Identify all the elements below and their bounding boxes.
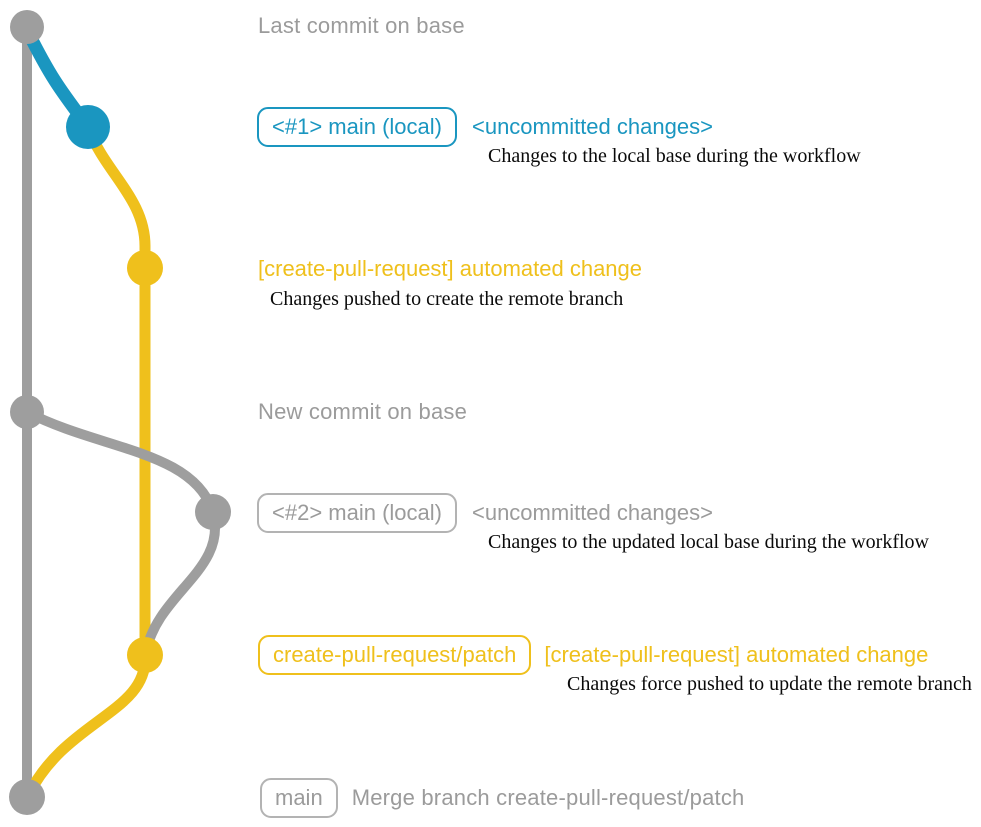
last-commit-label: Last commit on base — [258, 13, 465, 38]
commit-node-automated-1 — [127, 250, 163, 286]
new-commit-label: New commit on base — [258, 399, 468, 424]
branch-badge-main-local-1: <#1> main (local) — [257, 107, 457, 147]
commit-node-merge — [9, 779, 45, 815]
commit-node-automated-2 — [127, 637, 163, 673]
branch-badge-main: main — [260, 778, 338, 818]
uncommitted-2-description: Changes to the updated local base during… — [488, 531, 929, 553]
automated-change-heading-1: [create-pull-request] automated change — [258, 256, 643, 281]
graph-edge-pull-request-branch — [82, 121, 151, 661]
commit-node-new-base — [10, 395, 44, 429]
branch-badge-main-local-2: <#2> main (local) — [257, 493, 457, 533]
merge-commit-label: Merge branch create-pull-request/patch — [351, 785, 745, 810]
commit-node-uncommitted-1 — [66, 105, 110, 149]
commit-node-last-base — [10, 10, 44, 44]
uncommitted-1-description: Changes to the local base during the wor… — [488, 145, 861, 167]
automated-change-description-1: Changes pushed to create the remote bran… — [270, 288, 624, 310]
graph-edge-local2-to-patch — [141, 507, 220, 657]
automated-change-description-2: Changes force pushed to update the remot… — [567, 673, 972, 695]
automated-change-heading-2: [create-pull-request] automated change — [544, 642, 929, 667]
graph-edge-merge — [23, 649, 151, 800]
uncommitted-changes-note-1: <uncommitted changes> — [471, 114, 713, 139]
branch-badge-patch: create-pull-request/patch — [258, 635, 532, 675]
graph-edge-base-to-local2 — [22, 407, 218, 517]
uncommitted-changes-note-2: <uncommitted changes> — [471, 500, 713, 525]
commit-node-uncommitted-2 — [195, 494, 231, 530]
